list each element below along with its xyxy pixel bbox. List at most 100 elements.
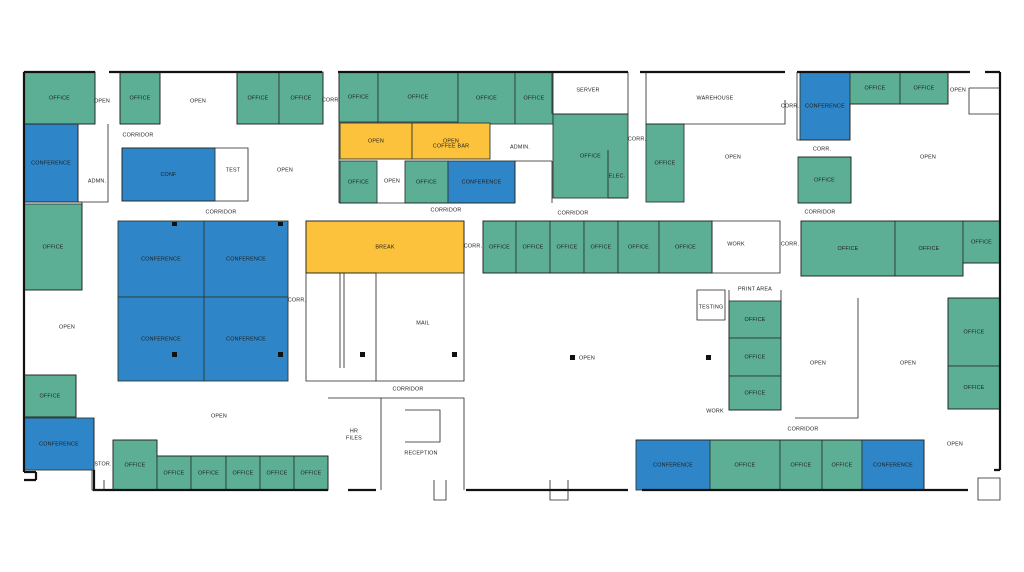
room[interactable]: OFFICE	[515, 220, 551, 274]
room-label: OPEN	[368, 138, 384, 144]
label-open: OPEN	[211, 413, 227, 419]
room[interactable]: OFFICE	[293, 455, 329, 491]
room-label: OFFICE	[130, 95, 151, 101]
room[interactable]: CONFERENCE	[203, 220, 289, 298]
room[interactable]: OFFICE	[552, 113, 629, 199]
room[interactable]: OFFICE	[583, 220, 619, 274]
room-label: OFFICE	[838, 246, 859, 252]
room[interactable]: OFFICE	[259, 455, 295, 491]
room[interactable]: OFFICE	[728, 300, 782, 339]
label-corridor: CORRIDOR	[558, 210, 589, 216]
columns	[172, 222, 711, 360]
room[interactable]: OFFICE	[404, 160, 449, 204]
room-label: OFFICE	[745, 354, 766, 360]
label-corr: CORR.	[628, 136, 646, 142]
label-open: OPEN	[900, 360, 916, 366]
label-admin: ADMIN.	[510, 144, 530, 150]
room[interactable]: OFFICE	[119, 71, 161, 125]
room[interactable]: OFFICE	[23, 374, 77, 418]
room-label: OFFICE	[489, 244, 510, 250]
label-open: OPEN	[384, 178, 400, 184]
room[interactable]: OFFICE	[899, 71, 949, 105]
room-label: OFFICE	[348, 179, 369, 185]
room[interactable]: OFFICE	[482, 220, 517, 274]
label-corr: CORR.	[288, 297, 306, 303]
label-mail: MAIL	[416, 320, 429, 326]
room[interactable]: OFFICE	[514, 71, 554, 125]
room[interactable]: OFFICE	[709, 439, 781, 491]
room[interactable]: OFFICE	[278, 71, 324, 125]
room-label: OFFICE	[523, 244, 544, 250]
room[interactable]: OFFICE	[23, 203, 83, 291]
room[interactable]: OFFICE	[377, 71, 459, 123]
room[interactable]: OFFICE	[947, 365, 1001, 410]
room[interactable]: CONFERENCE	[23, 123, 79, 203]
label-hr: HR	[350, 428, 358, 434]
room[interactable]: OFFICE	[962, 220, 1001, 264]
room[interactable]: OFFICE	[617, 220, 660, 274]
room-label: OPEN	[443, 138, 459, 144]
room-label: OFFICE	[524, 95, 545, 101]
room-label: OFFICE	[735, 462, 756, 468]
room[interactable]: OFFICE	[779, 439, 823, 491]
room[interactable]: OPEN	[339, 122, 413, 160]
label-coffee-bar: COFFEE BAR	[433, 143, 469, 149]
room[interactable]: OFFICE	[797, 156, 852, 204]
label-print-area: PRINT AREA	[738, 286, 772, 292]
room[interactable]: OFFICE	[457, 71, 516, 125]
room[interactable]: CONFERENCE	[23, 417, 95, 471]
room-label: OFFICE	[125, 462, 146, 468]
room[interactable]: CONFERENCE	[117, 296, 205, 382]
label-admin: ADMN.	[88, 178, 106, 184]
room[interactable]: OFFICE	[23, 71, 96, 125]
label-open: OPEN	[810, 360, 826, 366]
room[interactable]: OFFICE	[800, 220, 896, 277]
room-label: OFFICE	[865, 85, 886, 91]
room[interactable]: OFFICE	[645, 123, 685, 203]
room-label: OFFICE	[745, 317, 766, 323]
label-corridor: CORRIDOR	[788, 426, 819, 432]
room[interactable]: OFFICE	[112, 439, 158, 491]
room-label: OFFICE	[591, 244, 612, 250]
room[interactable]: CONF	[121, 147, 216, 202]
room-label: OFFICE	[43, 244, 64, 250]
room[interactable]: OFFICE	[338, 71, 379, 123]
room[interactable]: CONFERENCE	[447, 160, 516, 204]
label-corr: CORR.	[781, 103, 799, 109]
room[interactable]: OFFICE	[728, 337, 782, 377]
room-label: CONFERENCE	[805, 103, 845, 109]
room[interactable]: CONFERENCE	[799, 71, 851, 141]
label-open: OPEN	[579, 355, 595, 361]
room[interactable]: OFFICE	[190, 455, 227, 491]
room[interactable]: OFFICE	[549, 220, 585, 274]
room[interactable]: OFFICE	[236, 71, 280, 125]
room[interactable]: CONFERENCE	[117, 220, 205, 298]
room[interactable]: OFFICE	[947, 297, 1001, 367]
walls	[22, 70, 1002, 501]
label-corridor: CORRIDOR	[206, 209, 237, 215]
room[interactable]: CONFERENCE	[635, 439, 711, 491]
room-label: OFFICE	[40, 393, 61, 399]
label-open: OPEN	[725, 154, 741, 160]
label-server: SERVER	[576, 87, 599, 93]
label-open: OPEN	[277, 167, 293, 173]
label-open: OPEN	[59, 324, 75, 330]
room[interactable]: OFFICE	[728, 375, 782, 411]
room[interactable]: OFFICE	[339, 160, 378, 204]
room[interactable]: BREAK	[305, 220, 465, 274]
room-label: OFFICE	[557, 244, 578, 250]
room[interactable]: OFFICE	[849, 71, 901, 105]
room[interactable]: OFFICE	[225, 455, 261, 491]
room[interactable]: OFFICE	[156, 455, 192, 491]
label-files: FILES	[346, 435, 362, 441]
room[interactable]: OFFICE	[821, 439, 863, 491]
room[interactable]: OFFICE	[658, 220, 713, 274]
room[interactable]: OPEN	[411, 122, 491, 160]
room-label: OFFICE	[814, 177, 835, 183]
label-corr: CORR.	[813, 146, 831, 152]
label-open: OPEN	[94, 98, 110, 104]
room[interactable]: OFFICE	[894, 220, 964, 277]
room[interactable]: CONFERENCE	[861, 439, 925, 491]
label-open: OPEN	[947, 441, 963, 447]
room[interactable]: CONFERENCE	[203, 296, 289, 382]
